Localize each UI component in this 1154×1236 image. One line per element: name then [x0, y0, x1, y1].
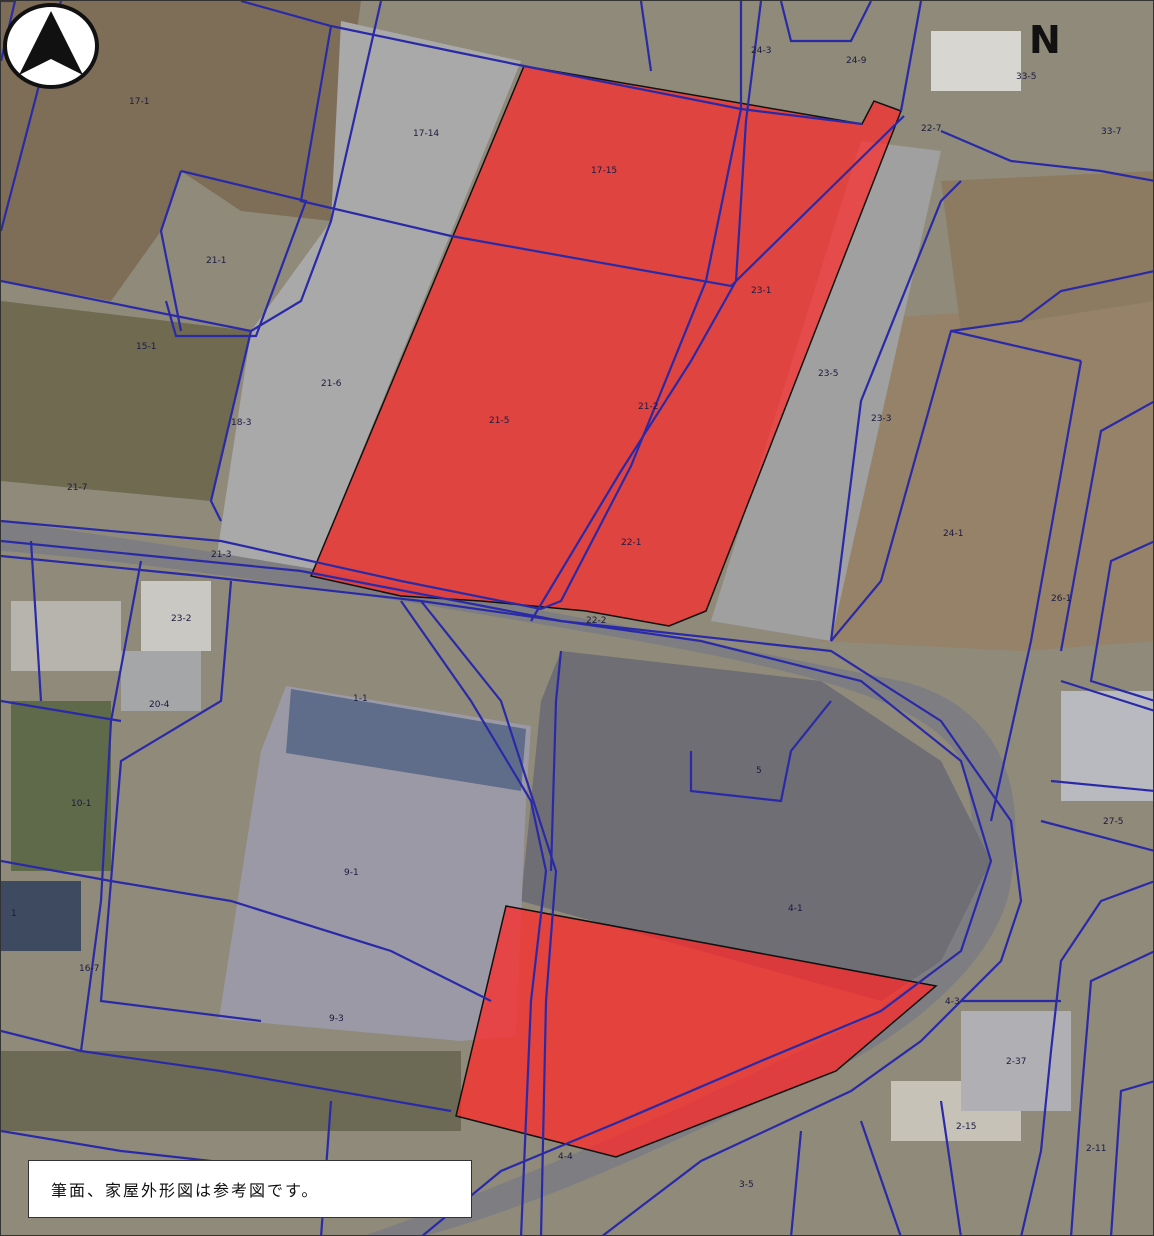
parking-south: [521, 651, 991, 1001]
parcel-label: 22-1: [621, 538, 641, 548]
parcel-label: 15-1: [136, 342, 156, 352]
parcel-label: 21-6: [321, 379, 342, 389]
note-text: 筆面、家屋外形図は参考図です。: [51, 1181, 320, 1200]
parcel-label: 20-4: [149, 700, 170, 710]
parcel-label: 24-9: [846, 56, 867, 66]
parcel-label: 17-1: [129, 97, 149, 107]
highlight-parcel-north: [309, 65, 902, 627]
reference-note: 筆面、家屋外形図は参考図です。: [28, 1160, 472, 1218]
parcel-label: 2-11: [1086, 1144, 1106, 1154]
parcel-label: 21-1: [206, 256, 226, 266]
parcel-label: 1: [11, 909, 17, 919]
parcel-label: 23-2: [171, 614, 191, 624]
north-label: N: [1029, 18, 1061, 62]
parcel-label: 18-3: [231, 418, 251, 428]
parcel-label: 23-3: [871, 414, 891, 424]
parcel-labels: 17-1 17-14 17-15 24-3 24-9 33-5 33-7 23-…: [11, 46, 1123, 1190]
parcel-label: 33-5: [1016, 72, 1036, 82]
north-arrow-icon: [3, 3, 99, 89]
parcel-label: 21-7: [67, 483, 87, 493]
parcel-label: 23-5: [818, 369, 838, 379]
parking-north: [216, 21, 521, 576]
parcel-label: 5: [756, 766, 762, 776]
parcel-label: 21-2: [638, 402, 658, 412]
parcel-label: 26-1: [1051, 594, 1071, 604]
parcel-label: 22-7: [921, 124, 941, 134]
parcel-label: 10-1: [71, 799, 91, 809]
parcel-label: 16-7: [79, 964, 99, 974]
parcel-label: 17-14: [413, 129, 439, 139]
parcel-label: 9-1: [344, 868, 359, 878]
parcel-label: 24-3: [751, 46, 771, 56]
parcel-label: 22-2: [586, 616, 606, 626]
parcel-label: 3-5: [739, 1180, 754, 1190]
parcel-label: 21-5: [489, 416, 509, 426]
field-area: [1, 1, 361, 301]
parcel-label: 1-1: [353, 694, 368, 704]
parcel-label: 21-3: [211, 550, 231, 560]
parcel-label: 9-3: [329, 1014, 344, 1024]
parcel-label: 4-1: [788, 904, 803, 914]
highlight-parcel-south: [455, 905, 938, 1158]
parcel-label: 17-15: [591, 166, 617, 176]
parcel-label: 4-4: [558, 1152, 573, 1162]
parcel-label: 2-15: [956, 1122, 976, 1132]
parcel-label: 27-5: [1103, 817, 1123, 827]
parcel-label: 24-1: [943, 529, 963, 539]
parcel-label: 4-3: [945, 997, 960, 1007]
parcel-label: 23-1: [751, 286, 771, 296]
parcel-label: 2-37: [1006, 1057, 1026, 1067]
parcel-label: 33-7: [1101, 127, 1121, 137]
